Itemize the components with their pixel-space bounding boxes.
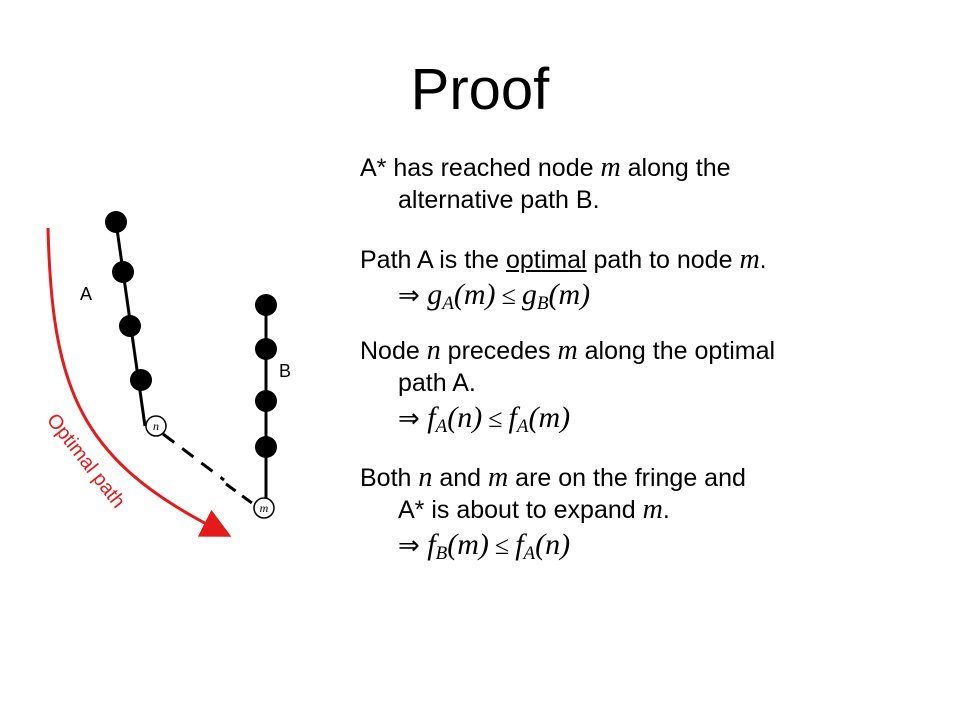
node-n xyxy=(145,415,167,437)
node-m-label: m xyxy=(260,501,269,515)
path-a-dashed-edge xyxy=(162,432,225,482)
path-b-dashed-edge xyxy=(225,482,257,508)
statement-fringe: Both n and m are on the fringe and A* is… xyxy=(360,462,950,565)
inequality-g: ⇒ gA(m)≤gB(m) xyxy=(398,278,591,314)
path-b-node xyxy=(255,390,277,412)
path-b-node xyxy=(255,294,277,316)
label-b: B xyxy=(279,361,291,381)
label-a: A xyxy=(80,284,92,304)
path-a-node xyxy=(105,211,127,233)
path-a-node xyxy=(112,261,134,283)
path-diagram: n A m B Optimal path xyxy=(42,211,291,537)
statement-optimal-path: Path A is the optimal path to node m. ⇒ … xyxy=(360,244,950,315)
inequality-f-b: ⇒ fB(m)≤fA(n) xyxy=(398,528,571,564)
path-a-node xyxy=(130,369,152,391)
inequality-f-a: ⇒ fA(n)≤fA(m) xyxy=(398,401,571,437)
node-m xyxy=(253,497,275,519)
statement-n-precedes-m: Node n precedes m along the optimal path… xyxy=(360,335,950,438)
statement-reached-m: A* has reached node m along the alternat… xyxy=(360,152,731,214)
path-a-node xyxy=(119,315,141,337)
optimal-path-arrow xyxy=(46,227,232,537)
slide-title: Proof xyxy=(410,57,550,122)
path-b-node xyxy=(255,338,277,360)
path-b-node xyxy=(255,436,277,458)
node-n-label: n xyxy=(153,419,159,433)
proof-text: A* has reached node m along the alternat… xyxy=(360,152,950,565)
